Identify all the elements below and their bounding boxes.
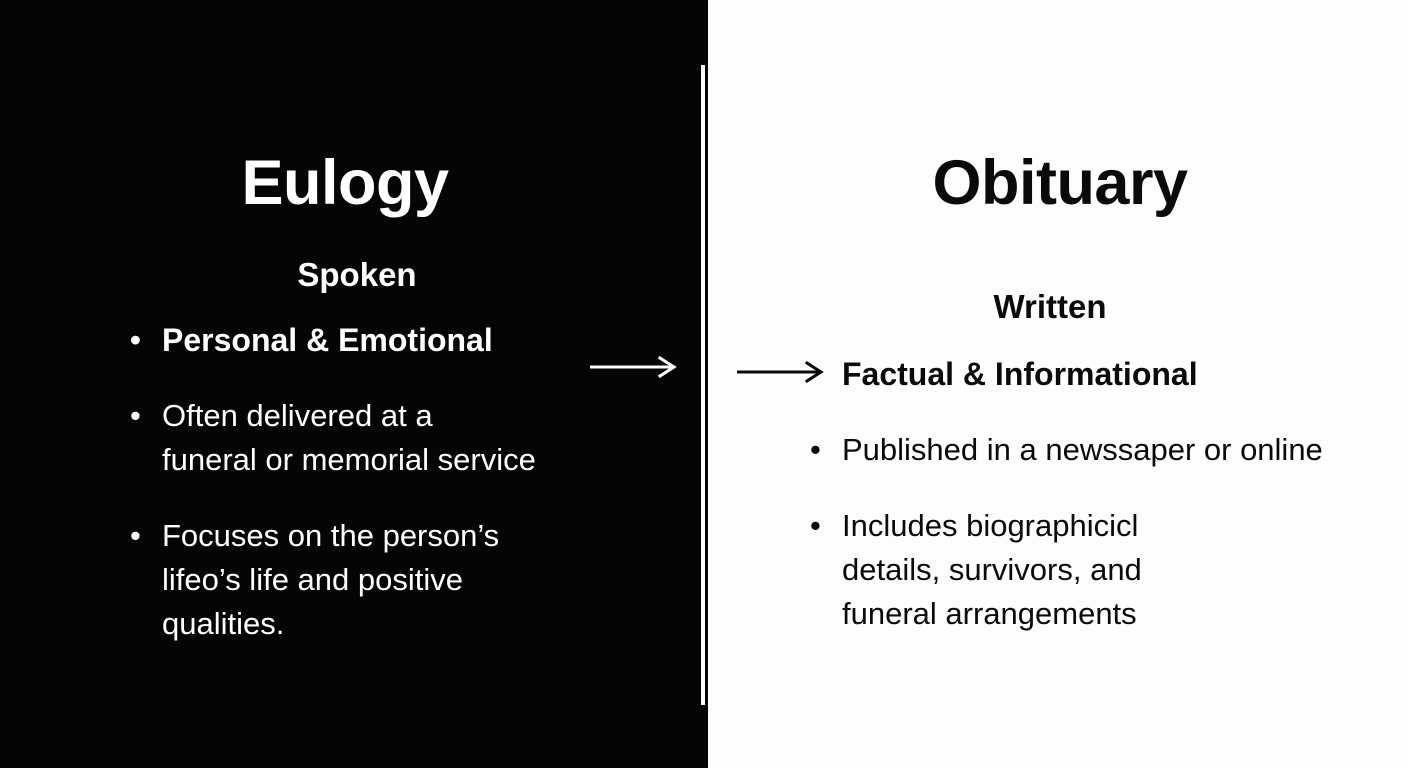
- obituary-title: Obituary: [932, 148, 1188, 218]
- bullet-icon: •: [130, 518, 141, 553]
- bullet-icon: •: [810, 432, 821, 467]
- list-item-text: Personal & Emotional: [162, 322, 493, 358]
- obituary-subtitle: Written: [993, 288, 1107, 325]
- eulogy-title: Eulogy: [241, 148, 449, 218]
- list-item-text: Includes biographicicl details, survivor…: [842, 508, 1142, 631]
- list-item-text: Focuses on the person’s lifeo’s life and…: [162, 518, 500, 641]
- list-item: • Often delivered at a funeral or memori…: [126, 394, 686, 482]
- eulogy-subtitle: Spoken: [297, 256, 417, 293]
- list-item: • Factual & Informational: [806, 352, 1386, 396]
- center-divider: [701, 65, 705, 705]
- list-item-text: Factual & Informational: [842, 356, 1198, 392]
- obituary-panel: [708, 0, 1408, 768]
- bullet-icon: •: [130, 398, 141, 433]
- list-item: • Personal & Emotional: [126, 318, 686, 362]
- list-item: • Published in a newssaper or online: [806, 428, 1386, 472]
- list-item: • Focuses on the person’s lifeo’s life a…: [126, 514, 686, 646]
- bullet-icon: •: [810, 508, 821, 543]
- bullet-icon: •: [130, 322, 141, 357]
- obituary-bullet-list: • Factual & Informational • Published in…: [806, 352, 1386, 668]
- eulogy-bullet-list: • Personal & Emotional • Often delivered…: [126, 318, 686, 678]
- list-item-text: Published in a newssaper or online: [842, 432, 1323, 467]
- right-arrow-icon: [735, 360, 827, 389]
- left-arrow-icon: [588, 355, 680, 384]
- list-item: • Includes biographicicl details, surviv…: [806, 504, 1386, 636]
- list-item-text: Often delivered at a funeral or memorial…: [162, 398, 536, 477]
- eulogy-panel: [0, 0, 708, 768]
